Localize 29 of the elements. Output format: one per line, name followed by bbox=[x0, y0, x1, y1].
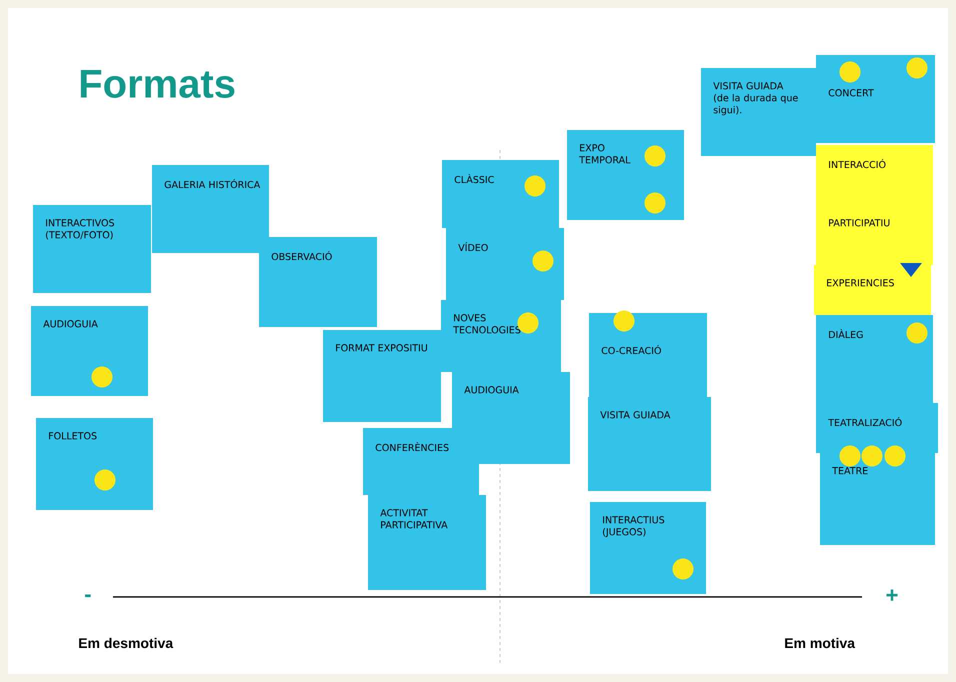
sticky-note: CLÀSSIC bbox=[442, 160, 559, 228]
title: Formats bbox=[80, 70, 234, 98]
axis-sign: + bbox=[886, 590, 898, 601]
sticky-note: VISITA GUIADA (de la durada que sigui). bbox=[701, 68, 816, 156]
sticky-note: INTERACTIUS (JUEGOS) bbox=[590, 502, 706, 594]
sticky-note: INTERACCIÓ bbox=[816, 145, 933, 205]
sticky-note: CONFERÈNCIES bbox=[363, 428, 479, 495]
sticky-note: OBSERVACIÓ bbox=[259, 236, 377, 327]
sticky-note: TEATRE bbox=[820, 452, 935, 545]
axis-sign: - bbox=[85, 594, 91, 598]
sticky-note: VISITA GUIADA bbox=[588, 396, 711, 491]
sticky-note: TEATRALIZACIÓ bbox=[816, 402, 938, 453]
sticky-note: ACTIVITAT PARTICIPATIVA bbox=[368, 494, 486, 590]
sticky-note: VÍDEO bbox=[446, 228, 564, 300]
sticky-note: CO-CREACIÓ bbox=[589, 312, 707, 397]
sticky-note: FOLLETOS bbox=[36, 418, 153, 510]
sticky-note: INTERACTIVOS (TEXTO/FOTO) bbox=[33, 205, 151, 293]
sticky-note: NOVES TECNOLOGIES bbox=[441, 300, 561, 372]
axis-label: Em desmotiva bbox=[79, 638, 174, 648]
sticky-note: GALERIA HISTÓRICA bbox=[152, 165, 269, 253]
sticky-note: DIÀLEG bbox=[816, 314, 933, 403]
sticky-note: EXPERIENCIES bbox=[814, 265, 931, 315]
sticky-note: EXPO TEMPORAL bbox=[567, 130, 684, 220]
sticky-note: PARTICIPATIU bbox=[816, 205, 933, 265]
sticky-note: FORMAT EXPOSITIU bbox=[323, 330, 441, 422]
sticky-note: CONCERT bbox=[816, 55, 935, 143]
sticky-note: AUDIOGUIA bbox=[31, 306, 148, 396]
sticky-note: AUDIOGUIA bbox=[452, 372, 570, 464]
axis-label: Em motiva bbox=[785, 638, 856, 648]
